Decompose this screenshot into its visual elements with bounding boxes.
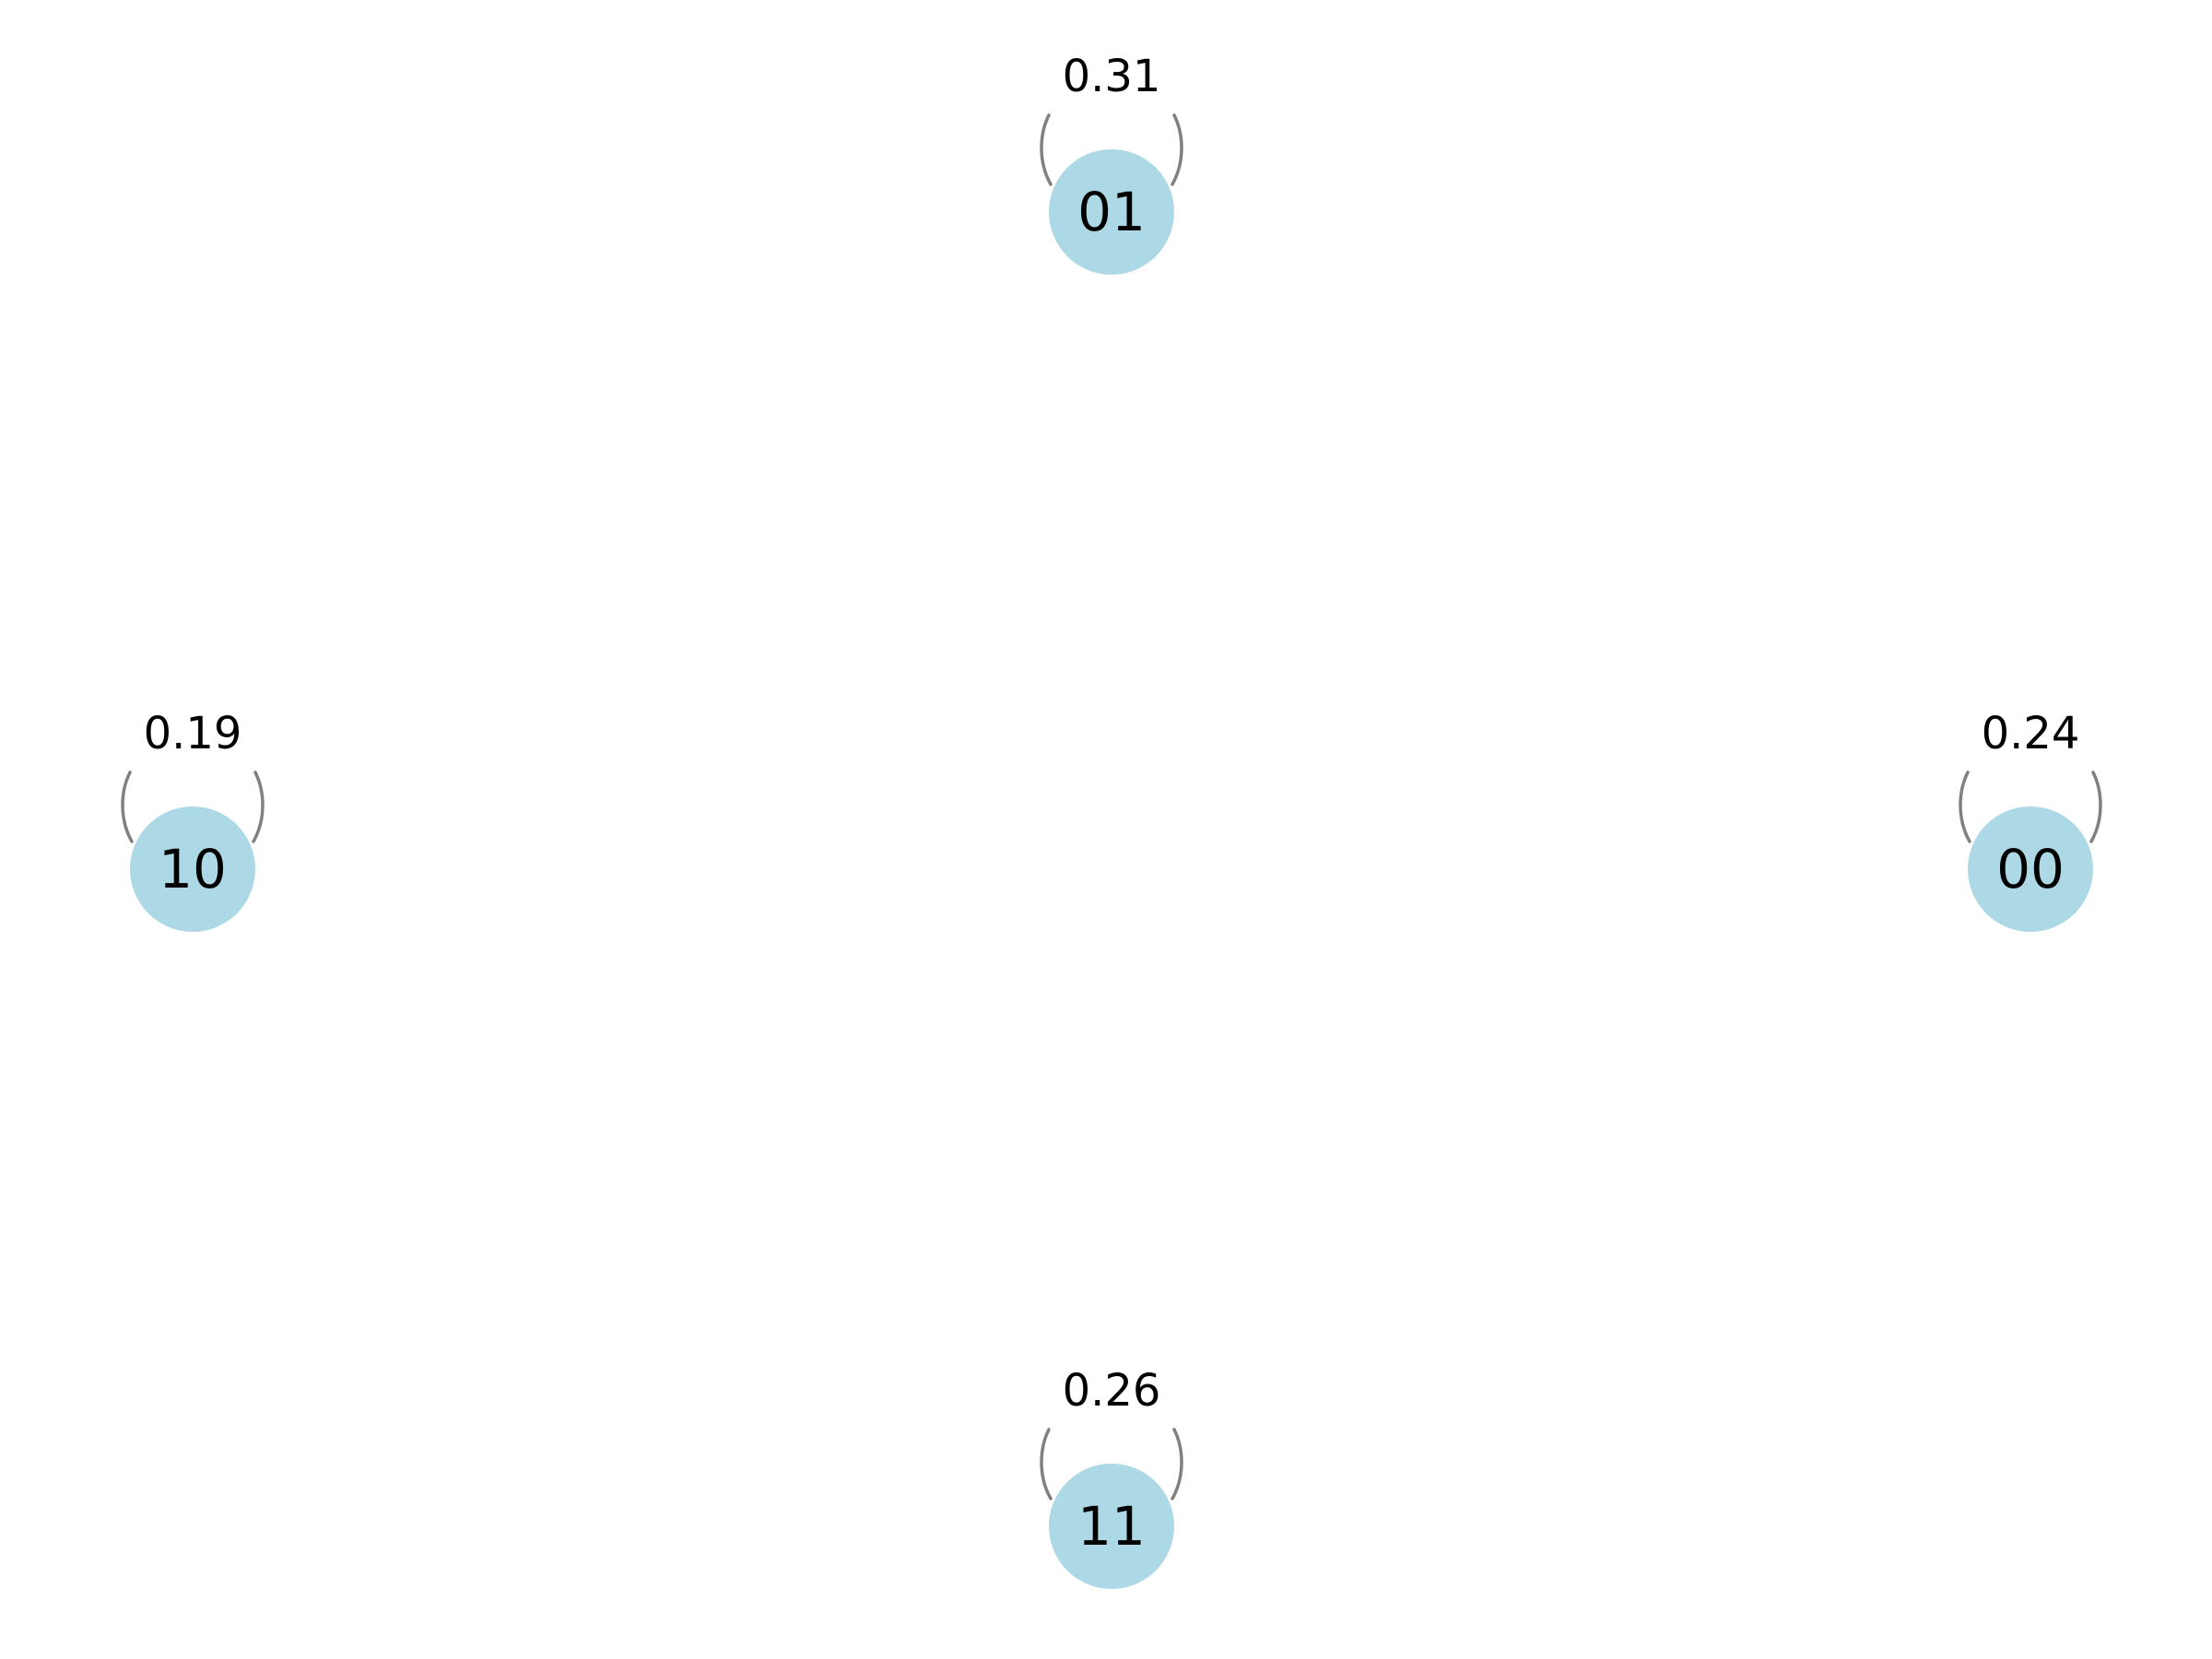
self-loop-01 (1040, 113, 1183, 186)
node-label-11: 11 (1077, 1495, 1146, 1558)
self-loop-label-10: 0.19 (144, 708, 242, 759)
node-circle-00 (1968, 806, 2093, 932)
node-circle-10 (130, 806, 255, 932)
self-loop-label-11: 0.26 (1063, 1365, 1161, 1417)
node-11[interactable]: 0.26 11 (1040, 1365, 1183, 1589)
node-label-10: 10 (159, 838, 227, 900)
node-00[interactable]: 0.24 00 (1959, 708, 2102, 932)
node-label-01: 01 (1077, 181, 1146, 243)
self-loop-label-00: 0.24 (1982, 708, 2080, 759)
self-loop-11 (1040, 1428, 1183, 1500)
node-01[interactable]: 0.31 01 (1040, 51, 1183, 275)
self-loop-00 (1959, 771, 2102, 843)
node-circle-01 (1049, 149, 1174, 275)
node-10[interactable]: 0.19 10 (121, 708, 265, 932)
node-circle-11 (1049, 1464, 1174, 1589)
self-loop-label-01: 0.31 (1063, 51, 1161, 102)
self-loop-10 (121, 771, 265, 843)
node-label-00: 00 (1996, 838, 2065, 900)
